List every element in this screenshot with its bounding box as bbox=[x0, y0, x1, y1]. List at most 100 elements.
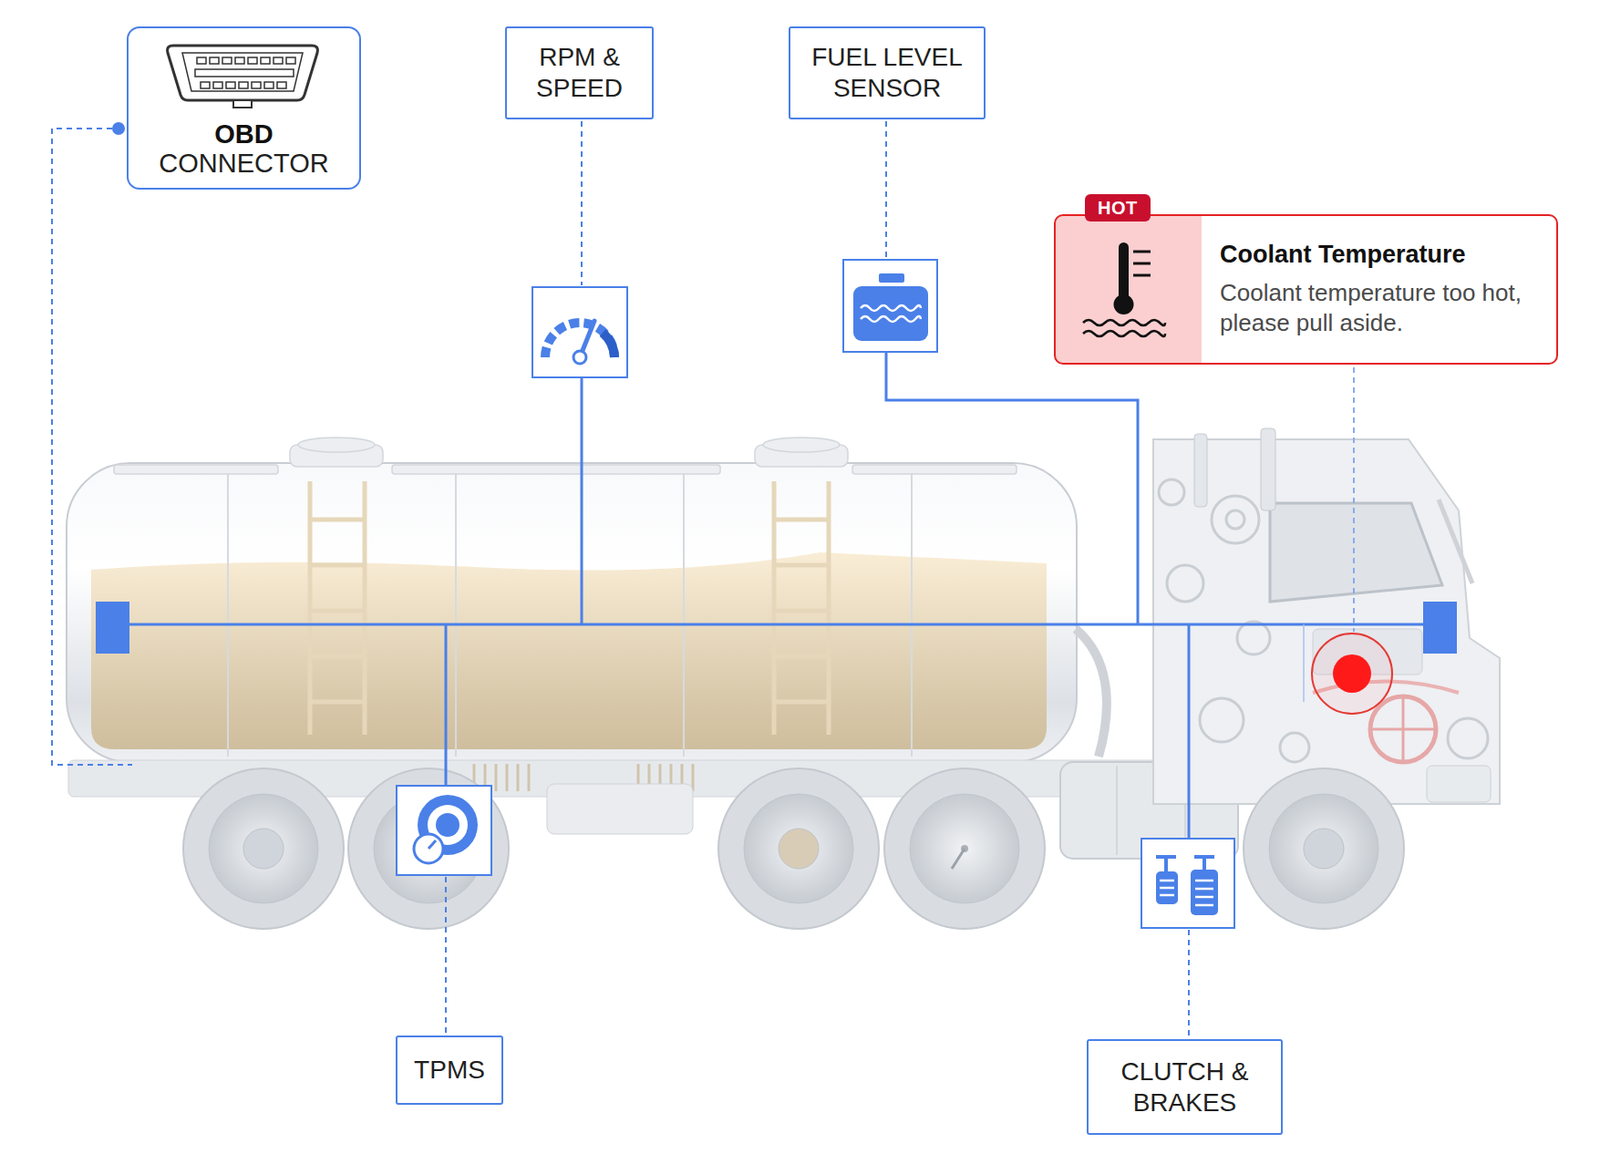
wheel bbox=[183, 768, 344, 930]
speedometer-icon bbox=[573, 350, 587, 364]
obd-connector-icon bbox=[235, 57, 245, 64]
tank bbox=[910, 469, 913, 757]
ladder bbox=[774, 700, 829, 705]
pedals-icon bbox=[1159, 879, 1175, 883]
alert-badge: HOT bbox=[1084, 194, 1151, 222]
pedals-icon bbox=[1195, 896, 1214, 899]
coolant-icon bbox=[1133, 250, 1151, 254]
bus-wire bbox=[112, 351, 1439, 839]
bus-wire bbox=[444, 624, 448, 786]
cab bbox=[1166, 565, 1204, 602]
wheel bbox=[1269, 794, 1379, 904]
ladder bbox=[309, 481, 829, 735]
box-label: RPM & SPEED bbox=[517, 41, 641, 104]
obd-connector-icon bbox=[167, 45, 319, 101]
fuel-tank-icon bbox=[843, 259, 938, 352]
coolant-icon bbox=[1054, 215, 1202, 364]
obd-connector-box: OBDCONNECTOR bbox=[126, 26, 362, 190]
hot-indicator bbox=[1311, 633, 1393, 714]
tank bbox=[113, 464, 279, 475]
pedals-icon bbox=[1195, 887, 1214, 891]
sensor-label-box: CLUTCH & BRAKES bbox=[1086, 1039, 1283, 1136]
pedals-icon bbox=[1159, 887, 1175, 890]
box-label: FUEL LEVEL SENSOR bbox=[801, 41, 973, 104]
pedals-icon bbox=[1141, 838, 1235, 929]
wheel bbox=[778, 828, 819, 869]
cab bbox=[1260, 428, 1276, 511]
pedals-icon bbox=[1159, 880, 1214, 906]
wheel bbox=[718, 768, 879, 930]
tank bbox=[66, 463, 1077, 763]
bus-wire bbox=[1302, 624, 1305, 702]
ladder bbox=[774, 609, 829, 614]
bus-wire bbox=[1187, 624, 1191, 839]
wheel bbox=[208, 794, 319, 904]
cab bbox=[1158, 479, 1488, 763]
chassis bbox=[1115, 765, 1118, 856]
leader-line bbox=[51, 121, 1354, 1038]
sensor-label-box: FUEL LEVEL SENSOR bbox=[788, 26, 986, 120]
wheel bbox=[743, 794, 854, 904]
cab bbox=[1153, 428, 1500, 805]
cab bbox=[1269, 503, 1443, 602]
alert-title: Coolant Temperature bbox=[1219, 239, 1466, 271]
leader-line bbox=[444, 877, 447, 1034]
tank bbox=[66, 437, 1077, 763]
wheel bbox=[1243, 768, 1404, 930]
sensor-label-box: TPMS bbox=[395, 1035, 504, 1105]
wheel bbox=[884, 768, 1045, 930]
obd-connector-icon bbox=[167, 45, 319, 108]
wheel bbox=[718, 768, 879, 930]
cab bbox=[1237, 621, 1270, 655]
obd-connector-icon bbox=[196, 57, 207, 64]
speedometer-icon bbox=[532, 287, 628, 378]
alert-callout: HOTCoolant TemperatureCoolant temperatur… bbox=[1053, 214, 1559, 365]
tank bbox=[454, 469, 457, 757]
leader-line bbox=[51, 128, 133, 765]
tpms-icon bbox=[413, 834, 444, 864]
cab bbox=[1402, 698, 1405, 761]
obd-connector-icon bbox=[286, 57, 296, 64]
obd-connector-icon bbox=[233, 100, 252, 108]
tank bbox=[298, 437, 375, 453]
leader-line bbox=[580, 121, 583, 286]
ladder bbox=[774, 654, 829, 660]
bus-wire bbox=[112, 623, 1439, 627]
cab bbox=[1426, 765, 1491, 803]
obd-connector-icon bbox=[264, 82, 274, 89]
fuel-tank-icon bbox=[843, 259, 938, 352]
wheel bbox=[884, 768, 1045, 930]
wheel bbox=[1303, 828, 1344, 869]
ladder bbox=[309, 563, 365, 568]
wheel bbox=[183, 768, 1404, 930]
tpms-icon bbox=[435, 813, 460, 837]
fuel-tank-icon bbox=[860, 316, 921, 322]
box-label: CLUTCH & BRAKES bbox=[1099, 1056, 1270, 1118]
obd-connector-icon bbox=[260, 57, 270, 64]
obd-connector-icon bbox=[195, 57, 296, 89]
speedometer-icon bbox=[532, 287, 628, 378]
cab bbox=[1370, 696, 1436, 763]
obd-connector-icon bbox=[222, 57, 232, 64]
speedometer-icon bbox=[602, 332, 615, 358]
obd-connector-icon bbox=[182, 52, 303, 92]
hot-indicator bbox=[1332, 654, 1372, 693]
cab bbox=[1194, 433, 1208, 507]
obd-connector-icon bbox=[238, 82, 248, 89]
cab bbox=[1280, 732, 1310, 763]
obd-connector-icon bbox=[273, 57, 283, 64]
wheel bbox=[348, 768, 509, 930]
obd-connector-icon bbox=[200, 82, 210, 89]
chassis bbox=[527, 763, 531, 792]
obd-connector-icon bbox=[213, 82, 223, 89]
ladder bbox=[774, 517, 829, 523]
obd-connector-icon bbox=[251, 82, 261, 89]
chassis bbox=[516, 763, 520, 792]
bus-terminal bbox=[95, 601, 1457, 654]
box-label: CONNECTOR bbox=[158, 148, 329, 178]
fuel-tank-icon bbox=[860, 305, 921, 311]
pedals-icon bbox=[1202, 856, 1207, 870]
tank bbox=[91, 552, 1047, 750]
